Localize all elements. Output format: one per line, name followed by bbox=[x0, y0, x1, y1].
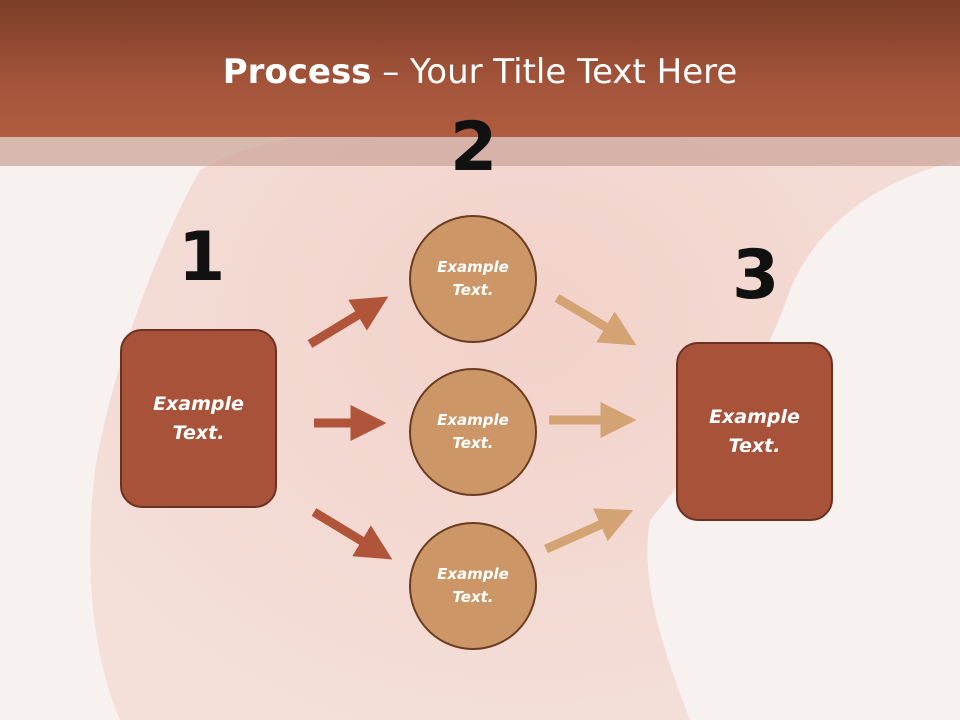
title-bold: Process bbox=[222, 52, 372, 92]
process-box-right-label: Example Text. bbox=[709, 405, 800, 457]
arrow-from-circle-3 bbox=[544, 508, 634, 554]
process-circle-1: Example Text. bbox=[409, 215, 537, 343]
step-number-3: 3 bbox=[732, 236, 780, 315]
process-box-right: Example Text. bbox=[676, 342, 833, 521]
process-box-left-label: Example Text. bbox=[153, 392, 244, 444]
arrow-to-circle-3 bbox=[311, 508, 393, 560]
step-number-2: 2 bbox=[450, 108, 498, 187]
title-rest: – Your Title Text Here bbox=[371, 52, 738, 92]
step-number-1: 1 bbox=[178, 218, 226, 297]
process-box-left: Example Text. bbox=[120, 329, 277, 508]
process-circle-2: Example Text. bbox=[409, 368, 537, 496]
header-strip bbox=[0, 137, 960, 166]
process-circle-1-label: Example Text. bbox=[437, 258, 509, 299]
header-band bbox=[0, 0, 960, 137]
process-circle-2-label: Example Text. bbox=[437, 411, 509, 452]
slide-title: Process – Your Title Text Here bbox=[0, 52, 960, 92]
process-circle-3: Example Text. bbox=[409, 522, 537, 650]
arrow-to-circle-1 bbox=[307, 296, 389, 348]
process-circle-3-label: Example Text. bbox=[437, 565, 509, 606]
arrow-from-circle-1 bbox=[554, 294, 637, 346]
